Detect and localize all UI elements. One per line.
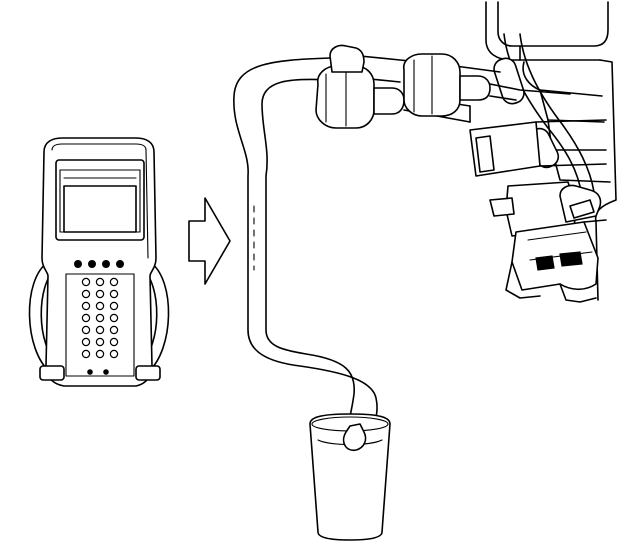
keypad-button (81, 289, 91, 299)
keypad-button (87, 369, 93, 375)
keypad-button (95, 277, 105, 287)
fuel-rail-fitting-icon (315, 1, 617, 303)
keypad-button (95, 301, 105, 311)
keypad-button (95, 337, 105, 347)
keypad-button (95, 313, 105, 323)
keypad-button (81, 313, 91, 323)
arrow-right-icon (188, 197, 231, 285)
keypad-button (95, 349, 105, 359)
collection-container-icon (309, 413, 391, 541)
keypad-button (115, 260, 124, 269)
keypad-button (81, 277, 91, 287)
keypad-button (109, 313, 119, 323)
keypad-button (81, 301, 91, 311)
keypad-button (109, 337, 119, 347)
keypad-button (73, 260, 82, 269)
keypad-button (95, 289, 105, 299)
keypad-button (103, 369, 109, 375)
keypad-button (81, 337, 91, 347)
keypad-button (87, 260, 96, 269)
keypad-button (109, 349, 119, 359)
keypad-button (81, 325, 91, 335)
keypad-button (109, 325, 119, 335)
keypad-button (101, 260, 110, 269)
keypad-button (81, 349, 91, 359)
scan-tool-icon (28, 137, 170, 387)
keypad-button (109, 289, 119, 299)
keypad-button (95, 325, 105, 335)
keypad-button (109, 277, 119, 287)
keypad-button (109, 301, 119, 311)
